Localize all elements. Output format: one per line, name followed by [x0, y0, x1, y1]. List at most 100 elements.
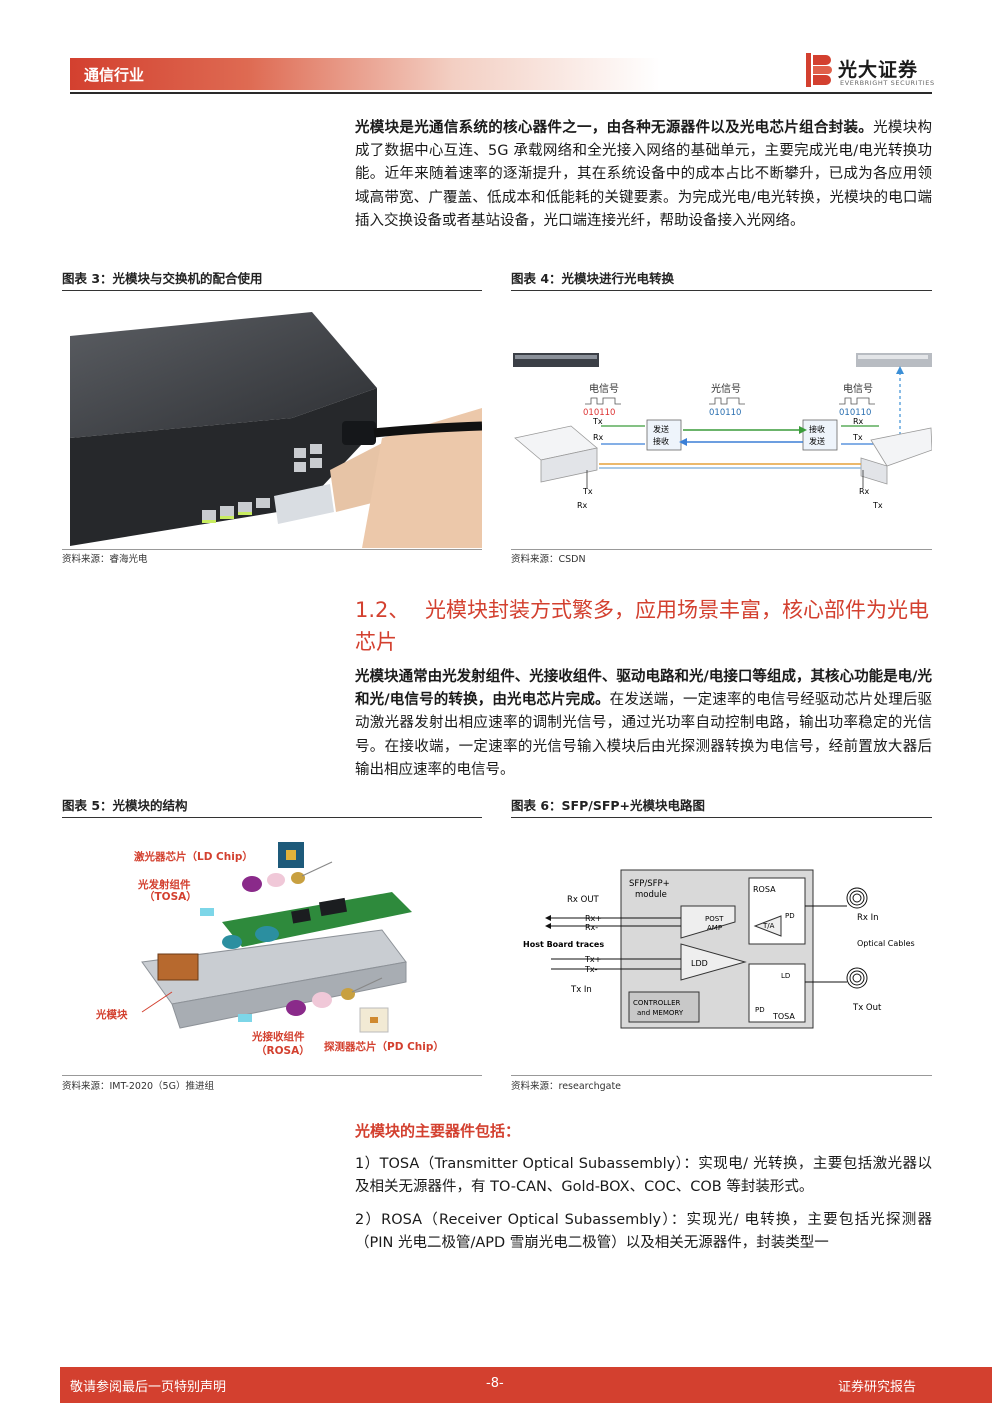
- label-rx-minus: Rx-: [585, 923, 598, 932]
- components-heading: 光模块的主要器件包括：: [355, 1122, 521, 1140]
- fig4-source-rule: [511, 549, 932, 550]
- ta-amp: [753, 915, 782, 937]
- footer-bar: [60, 1367, 992, 1403]
- intro-body: 光模块构成了数据中心互连、5G 承载网络和全光接入网络的基础单元，主要完成光电/…: [355, 120, 933, 229]
- sfp-module: [274, 484, 334, 524]
- sfp-right-icon: [870, 427, 932, 467]
- header-rule: [70, 92, 932, 94]
- label-rosa: ROSA: [753, 885, 776, 894]
- send-label-left: 发送: [653, 424, 669, 434]
- para2-body: 在发送端，一定速率的电信号经驱动芯片处理后驱动激光器发射出相应速率的调制光信号，…: [355, 692, 933, 778]
- footer-disclaimer: 敬请参阅最后一页特别声明: [70, 1380, 227, 1395]
- fig5-structure-diagram: 激光器芯片（LD Chip） 光发射组件 （TOSA） 光模块 光接收组件 （R…: [95, 842, 444, 1057]
- fig4-rule: [511, 290, 932, 291]
- rx-top-right: Rx: [853, 417, 864, 426]
- everbright-logo-icon: [806, 53, 832, 87]
- footer-report-type: 证券研究报告: [838, 1380, 917, 1395]
- ldd: [680, 943, 747, 981]
- bits-optical: 010110: [709, 408, 741, 418]
- rx-top-left: Rx: [593, 433, 604, 442]
- logo-text: 光大证券: [838, 59, 919, 81]
- label-optical: 光信号: [711, 382, 741, 395]
- rosa-parts: [238, 977, 383, 1022]
- label-controller: CONTROLLER: [633, 999, 681, 1007]
- fig5-title: 图表 5：光模块的结构: [62, 798, 188, 813]
- component-item-rosa: 2）ROSA（Receiver Optical Subassembly）：实现光…: [355, 1212, 932, 1251]
- label-tx-plus: Tx+: [584, 955, 601, 964]
- cable-plug: [342, 421, 376, 445]
- label-rx-plus: Rx+: [585, 914, 602, 923]
- bits-left: 010110: [583, 408, 615, 418]
- label-pd-chip: 探测器芯片（PD Chip）: [324, 1040, 444, 1053]
- label-module: 光模块: [95, 1008, 128, 1021]
- controller-box: [628, 991, 700, 1023]
- logo-subtext: EVERBRIGHT SECURITIES: [840, 79, 935, 87]
- fig3-source: 资料来源：睿海光电: [62, 554, 148, 565]
- fiber-coil-top-icon: [846, 887, 868, 909]
- label-ldd: LDD: [691, 959, 708, 968]
- label-ld-chip: 激光器芯片（LD Chip）: [134, 850, 253, 863]
- tx-top-left: Tx: [592, 417, 603, 426]
- header-bar: [70, 58, 660, 90]
- recv-label-right: 接收: [809, 424, 825, 434]
- label-rosa: （ROSA）: [256, 1044, 310, 1057]
- label-tx-out: Tx Out: [852, 1003, 882, 1013]
- bits-right: 010110: [839, 408, 871, 418]
- intro-lead: 光模块是光通信系统的核心器件之一，由各种无源器件以及光电芯片组合封装。: [355, 120, 874, 136]
- fig4-title: 图表 4：光模块进行光电转换: [511, 271, 675, 286]
- fig6-title: 图表 6：SFP/SFP+光模块电路图: [511, 798, 705, 813]
- tx-top-right: Tx: [852, 433, 863, 442]
- latch: [157, 953, 199, 981]
- section-label: 通信行业: [84, 66, 145, 84]
- rx-bottom-left: Rx: [577, 501, 588, 510]
- module-paragraph: 光模块通常由光发射组件、光接收组件、驱动电路和光/电接口等组成，其核心功能是电/…: [355, 666, 932, 782]
- label-amp: AMP: [707, 924, 722, 932]
- fig4-conversion-diagram: 电信号 光信号 电信号 010110 010110 010110 发送 接收 接…: [513, 353, 932, 510]
- label-module2: module: [635, 890, 667, 900]
- label-tosa: TOSA: [772, 1012, 795, 1021]
- label-elec-right: 电信号: [843, 382, 873, 395]
- fig6-source: 资料来源：researchgate: [511, 1081, 622, 1092]
- label-ta: T/A: [762, 922, 775, 930]
- label-tosa-cn: 光发射组件: [137, 878, 191, 891]
- label-post: POST: [705, 915, 724, 923]
- component-item-tosa: 1）TOSA（Transmitter Optical Subassembly）：…: [355, 1156, 932, 1195]
- page-number: -8-: [486, 1376, 504, 1391]
- fig5-source: 资料来源：IMT-2020（5G）推进组: [62, 1081, 214, 1092]
- tosa-parts: [200, 861, 333, 916]
- fig4-source: 资料来源：CSDN: [511, 554, 586, 565]
- tosa-box: [748, 963, 806, 1023]
- fig3-switch-photo: [62, 298, 482, 548]
- intro-paragraph: 光模块是光通信系统的核心器件之一，由各种无源器件以及光电芯片组合封装。光模块构成…: [355, 117, 932, 233]
- label-elec-left: 电信号: [589, 382, 619, 395]
- label-optical-cables: Optical Cables: [857, 939, 915, 948]
- fig6-rule: [511, 817, 932, 818]
- switch-top: [70, 312, 377, 438]
- label-ld: LD: [781, 972, 790, 980]
- tx-bottom-right: Tx: [872, 501, 883, 510]
- section-heading: 1.2、光模块封装方式繁多，应用场景丰富，核心部件为光电芯片: [355, 594, 935, 658]
- rx-bottom-right: Rx: [859, 487, 870, 496]
- fig6-source-rule: [511, 1075, 932, 1076]
- section-number: 1.2、: [355, 598, 410, 622]
- label-host-board: Host Board traces: [523, 940, 604, 949]
- fig5-rule: [62, 817, 482, 818]
- label-rx-out: Rx OUT: [567, 895, 600, 905]
- post-amp: [680, 905, 736, 939]
- fig3-rule: [62, 290, 482, 291]
- label-tx-in: Tx In: [570, 985, 592, 995]
- section-title: 光模块封装方式繁多，应用场景丰富，核心部件为光电芯片: [355, 598, 929, 654]
- fiber-coil-bottom-icon: [846, 967, 868, 989]
- send-recv-box-right: [802, 419, 838, 451]
- send-label-right: 发送: [809, 436, 825, 446]
- label-tx-minus: Tx-: [584, 965, 598, 974]
- fig6-circuit-diagram: SFP/SFP+ module ROSA TOSA POST AMP T/A P…: [523, 869, 915, 1029]
- recv-label-left: 接收: [653, 436, 669, 446]
- label-tosa: （TOSA）: [144, 890, 197, 903]
- label-rx-in: Rx In: [857, 913, 879, 923]
- tx-bottom-left: Tx: [582, 487, 593, 496]
- label-rosa-cn: 光接收组件: [251, 1030, 305, 1043]
- send-recv-box-left: [646, 419, 682, 451]
- fig3-source-rule: [62, 549, 482, 550]
- fig3-title: 图表 3：光模块与交换机的配合使用: [62, 271, 263, 286]
